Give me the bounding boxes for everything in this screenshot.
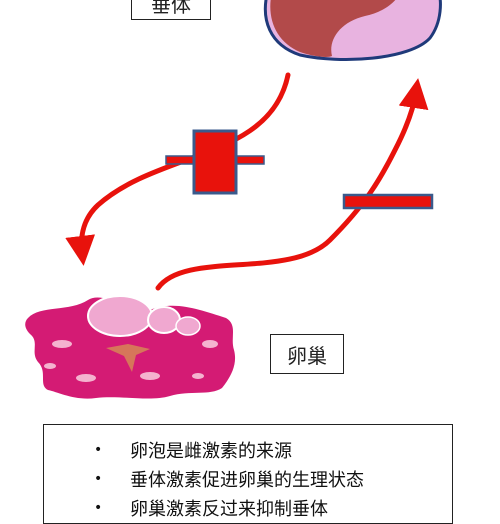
ovary-illustration xyxy=(25,295,236,399)
arrow-ovary-to-pituitary xyxy=(155,78,429,291)
bullet-text: 垂体激素促进卵巢的生理状态 xyxy=(130,469,364,491)
ovary-spot xyxy=(76,374,96,382)
bullet-text: 卵泡是雌激素的来源 xyxy=(130,440,292,462)
ovary-follicle-large xyxy=(87,295,153,337)
ovary-spot xyxy=(140,372,160,380)
ovary-spot xyxy=(202,340,218,348)
bullet-item: • 垂体激素促进卵巢的生理状态 xyxy=(94,464,452,493)
ovary-label: 卵巢 xyxy=(270,334,344,374)
bullet-item: • 卵巢激素反过来抑制垂体 xyxy=(94,493,452,522)
inhibition-symbol-right xyxy=(342,193,434,210)
inhibition-symbol-left xyxy=(165,129,265,195)
ovary-corpus xyxy=(106,344,150,372)
bullet-symbol: • xyxy=(94,441,103,458)
pituitary-anterior-lobe xyxy=(270,0,396,57)
bullet-item: • 卵泡是雌激素的来源 xyxy=(94,435,452,464)
ovary-follicle-medium xyxy=(147,306,181,334)
ovary-spot xyxy=(192,373,204,379)
bullet-symbol: • xyxy=(94,499,103,516)
arrow-pituitary-to-ovary xyxy=(65,72,291,266)
bullet-symbol: • xyxy=(94,470,103,487)
endocrine-feedback-diagram xyxy=(25,0,442,399)
pituitary-gland-illustration xyxy=(263,0,442,61)
ovary-spot xyxy=(52,340,72,348)
info-box: • 卵泡是雌激素的来源 • 垂体激素促进卵巢的生理状态 • 卵巢激素反过来抑制垂… xyxy=(43,424,453,524)
ovary-spot xyxy=(44,363,56,369)
ovary-follicle-small xyxy=(175,316,201,336)
bullet-text: 卵巢激素反过来抑制垂体 xyxy=(130,498,328,520)
pituitary-label: 垂体 xyxy=(131,0,211,20)
